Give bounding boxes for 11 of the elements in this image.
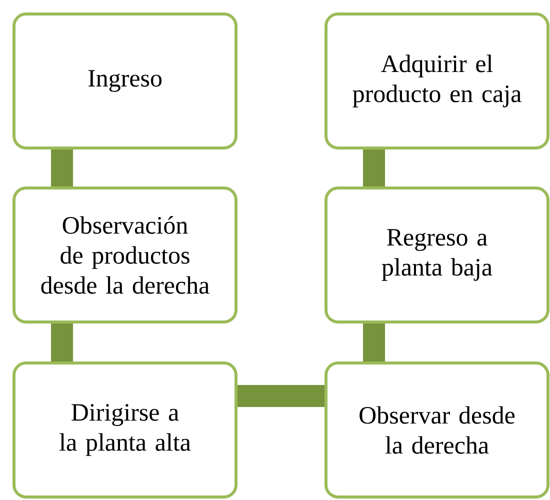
- process-box: Dirigirse a la planta alta: [12, 362, 238, 498]
- process-box: Observar desde la derecha: [324, 362, 550, 498]
- process-box: Ingreso: [12, 12, 238, 150]
- process-box: Regreso a planta baja: [324, 186, 550, 324]
- connector-bar: [363, 324, 385, 362]
- connector-bar: [363, 150, 385, 186]
- connector-bar: [51, 150, 73, 186]
- connector-bar: [51, 324, 73, 362]
- process-box: Adquirir el producto en caja: [324, 12, 550, 150]
- connector-bar: [238, 385, 324, 407]
- process-box: Observación de productos desde la derecha: [12, 186, 238, 324]
